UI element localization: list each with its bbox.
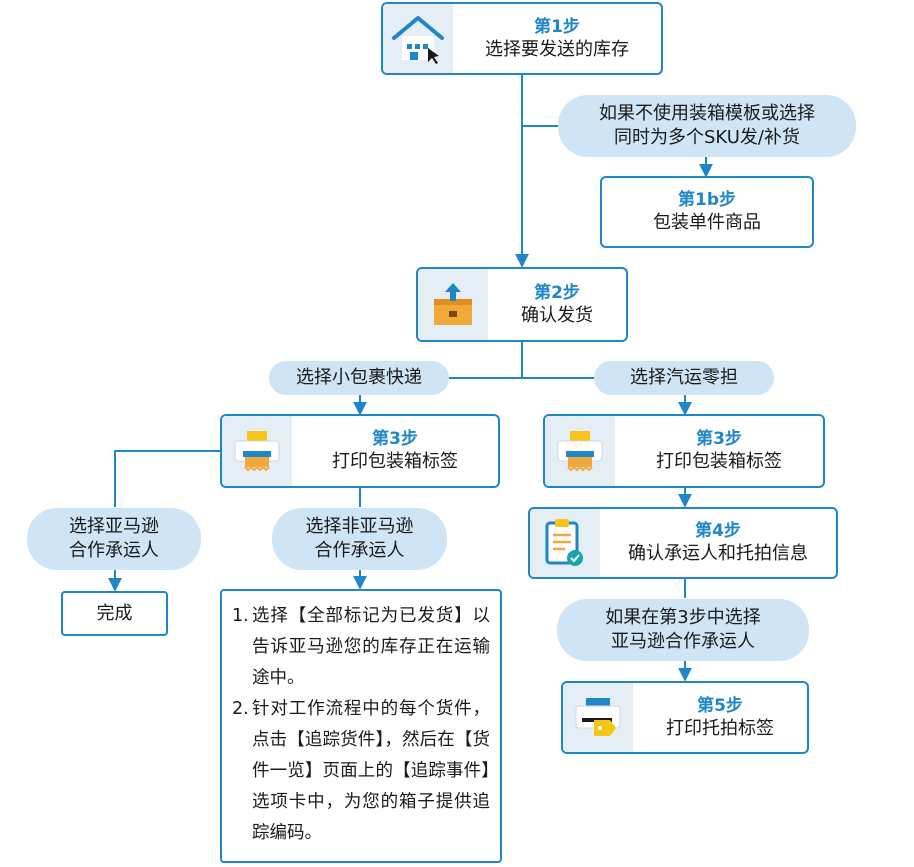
step1-desc: 选择要发送的库存 [485, 38, 629, 60]
done-box: 完成 [61, 591, 168, 636]
step5-desc: 打印托拍标签 [666, 717, 774, 739]
clipboard-check-icon [530, 509, 600, 577]
box-upload-icon [418, 269, 488, 340]
printer-icon [222, 416, 292, 486]
printer-icon [545, 416, 615, 486]
instruction-item: 2. 针对工作流程中的每个货件，点击【追踪货件】，然后在【货件一览】页面上的【追… [232, 694, 490, 849]
instruction-text: 选择【全部标记为已发货】以告诉亚马逊您的库存正在运输途中。 [252, 606, 490, 688]
step4-box: 第4步 确认承运人和托拍信息 [528, 507, 838, 579]
step3-left-label: 第3步 [372, 429, 418, 449]
step1-label: 第1步 [534, 16, 580, 37]
step3-left-box: 第3步 打印包装箱标签 [220, 414, 500, 488]
instruction-number: 1. [232, 606, 249, 626]
instruction-number: 2. [232, 699, 249, 719]
choose-non-amazon-carrier-pill: 选择非亚马逊 合作承运人 [272, 508, 447, 570]
step3-right-label: 第3步 [696, 429, 742, 449]
step4-label: 第4步 [695, 521, 741, 541]
step4-desc: 确认承运人和托拍信息 [628, 543, 808, 564]
step1-box: 第1步 选择要发送的库存 [381, 2, 663, 75]
step3-right-desc: 打印包装箱标签 [656, 451, 782, 472]
step1b-label: 第1b步 [678, 190, 736, 210]
house-cursor-icon [383, 4, 453, 73]
choose-ltl-pill: 选择汽运零担 [594, 361, 774, 395]
condition-no-template-pill: 如果不使用装箱模板或选择 同时为多个SKU发/补货 [558, 95, 856, 157]
step3-left-desc: 打印包装箱标签 [332, 451, 458, 472]
condition-step3-pill: 如果在第3步中选择 亚马逊合作承运人 [557, 599, 809, 661]
step2-box: 第2步 确认发货 [416, 267, 628, 342]
printer-tag-icon [563, 683, 633, 752]
step3-right-box: 第3步 打印包装箱标签 [543, 414, 825, 488]
step1b-box: 第1b步 包装单件商品 [600, 176, 814, 248]
line-step3-to-amazon [114, 450, 222, 507]
instructions-box: 1. 选择【全部标记为已发货】以告诉亚马逊您的库存正在运输途中。 2. 针对工作… [220, 589, 502, 863]
step2-label: 第2步 [534, 282, 580, 303]
instruction-text: 针对工作流程中的每个货件，点击【追踪货件】，然后在【货件一览】页面上的【追踪事件… [252, 699, 490, 843]
choose-amazon-carrier-pill: 选择亚马逊 合作承运人 [27, 508, 201, 570]
step2-desc: 确认发货 [521, 304, 593, 326]
step1b-desc: 包装单件商品 [653, 212, 761, 233]
step5-label: 第5步 [697, 695, 743, 716]
choose-spd-pill: 选择小包裹快递 [269, 361, 449, 395]
instruction-item: 1. 选择【全部标记为已发货】以告诉亚马逊您的库存正在运输途中。 [232, 601, 490, 694]
step5-box: 第5步 打印托拍标签 [561, 681, 809, 754]
